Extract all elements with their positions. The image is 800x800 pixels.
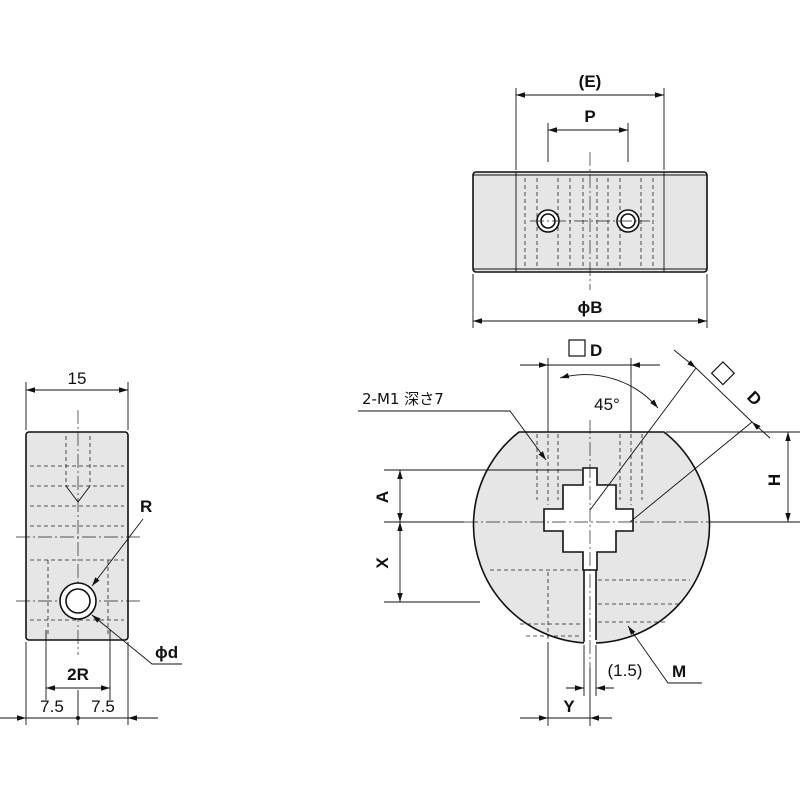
- dim-2r-label: 2R: [67, 665, 89, 684]
- front-view-bore: [543, 467, 634, 571]
- dim-d-top-label: D: [590, 341, 602, 360]
- side-view: 15 R ϕd 2R 7.5 7.5: [0, 369, 182, 725]
- dim-d-diag-label: D: [743, 387, 765, 409]
- dim-d-label: ϕd: [155, 643, 178, 662]
- square-symbol-top: [568, 339, 586, 357]
- dim-b-label: ϕB: [577, 298, 602, 317]
- side-view-hidden-lines: [30, 436, 124, 635]
- dim-75-left-label: 7.5: [40, 697, 64, 716]
- dim-15-label: 15: [68, 369, 87, 388]
- dim-h-label: H: [765, 474, 784, 486]
- dim-m1-label: 2-M1 深さ7: [362, 390, 444, 408]
- front-view: D 45° D 2-M1 深さ7 H A X: [358, 339, 800, 726]
- dim-e-label: (E): [579, 72, 602, 91]
- dim-p-label: P: [584, 107, 595, 126]
- side-view-body: [25, 431, 129, 641]
- front-view-hidden-lines: [490, 434, 690, 640]
- top-view: (E) P ϕB: [472, 72, 708, 328]
- square-symbol-diag: [710, 361, 736, 386]
- dim-y-label: Y: [563, 697, 575, 716]
- dim-r-label: R: [140, 497, 152, 516]
- dim-x-label: X: [373, 557, 392, 569]
- dim-m-label: M: [672, 662, 686, 681]
- dim-angle-label: 45°: [594, 395, 620, 414]
- dim-15-slit-label: (1.5): [608, 661, 643, 680]
- dim-a-label: A: [373, 491, 392, 503]
- dim-75-right-label: 7.5: [91, 697, 115, 716]
